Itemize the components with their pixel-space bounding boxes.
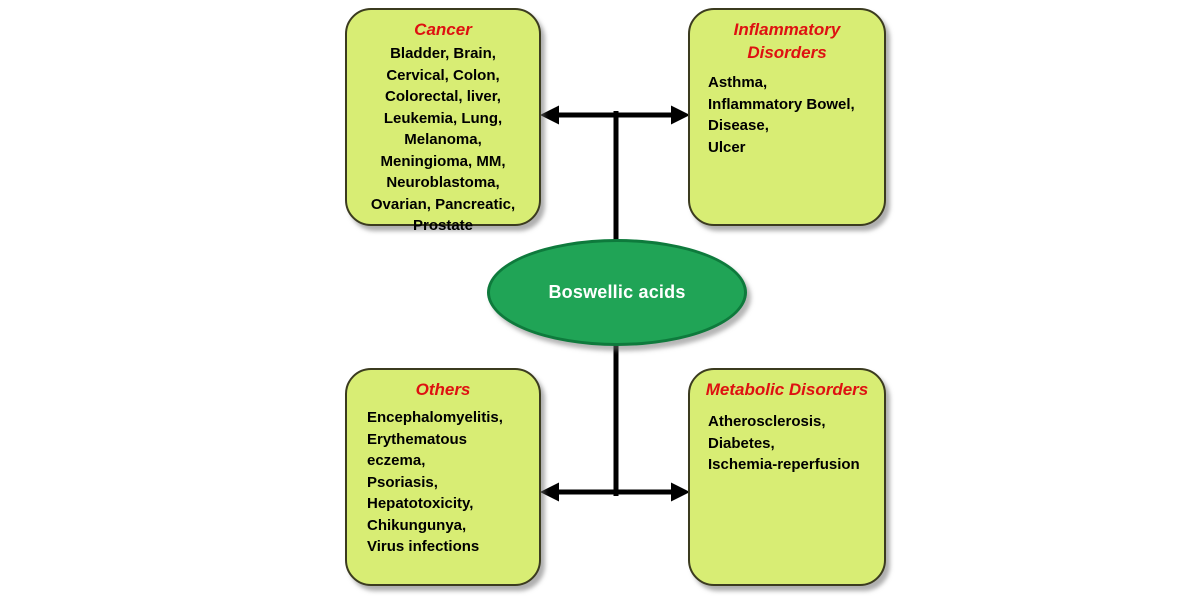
- box-inflammatory-disorders: Inflammatory Disorders Asthma, Inflammat…: [688, 8, 886, 226]
- box-metabolic-title: Metabolic Disorders: [705, 380, 869, 399]
- box-others-title: Others: [415, 380, 471, 399]
- box-others-body: Encephalomyelitis, Erythematous eczema, …: [367, 409, 503, 555]
- box-inflammatory-body: Asthma, Inflammatory Bowel, Disease, Ulc…: [708, 74, 855, 156]
- connector-top: [540, 105, 690, 243]
- center-node-label: Boswellic acids: [548, 282, 686, 302]
- box-cancer-title: Cancer: [414, 20, 472, 39]
- box-cancer-body: Bladder, Brain, Cervical, Colon, Colorec…: [370, 45, 516, 234]
- box-cancer: Cancer Bladder, Brain, Cervical, Colon, …: [345, 8, 541, 234]
- box-metabolic-disorders: Metabolic Disorders Atherosclerosis, Dia…: [688, 368, 886, 586]
- box-metabolic-body: Atherosclerosis, Diabetes, Ischemia-repe…: [708, 413, 860, 473]
- box-others: Others Encephalomyelitis, Erythematous e…: [345, 368, 541, 586]
- connector-bottom: [540, 342, 690, 502]
- center-node-boswellic-acids: Boswellic acids: [487, 239, 747, 346]
- box-inflammatory-title: Inflammatory Disorders: [733, 20, 841, 62]
